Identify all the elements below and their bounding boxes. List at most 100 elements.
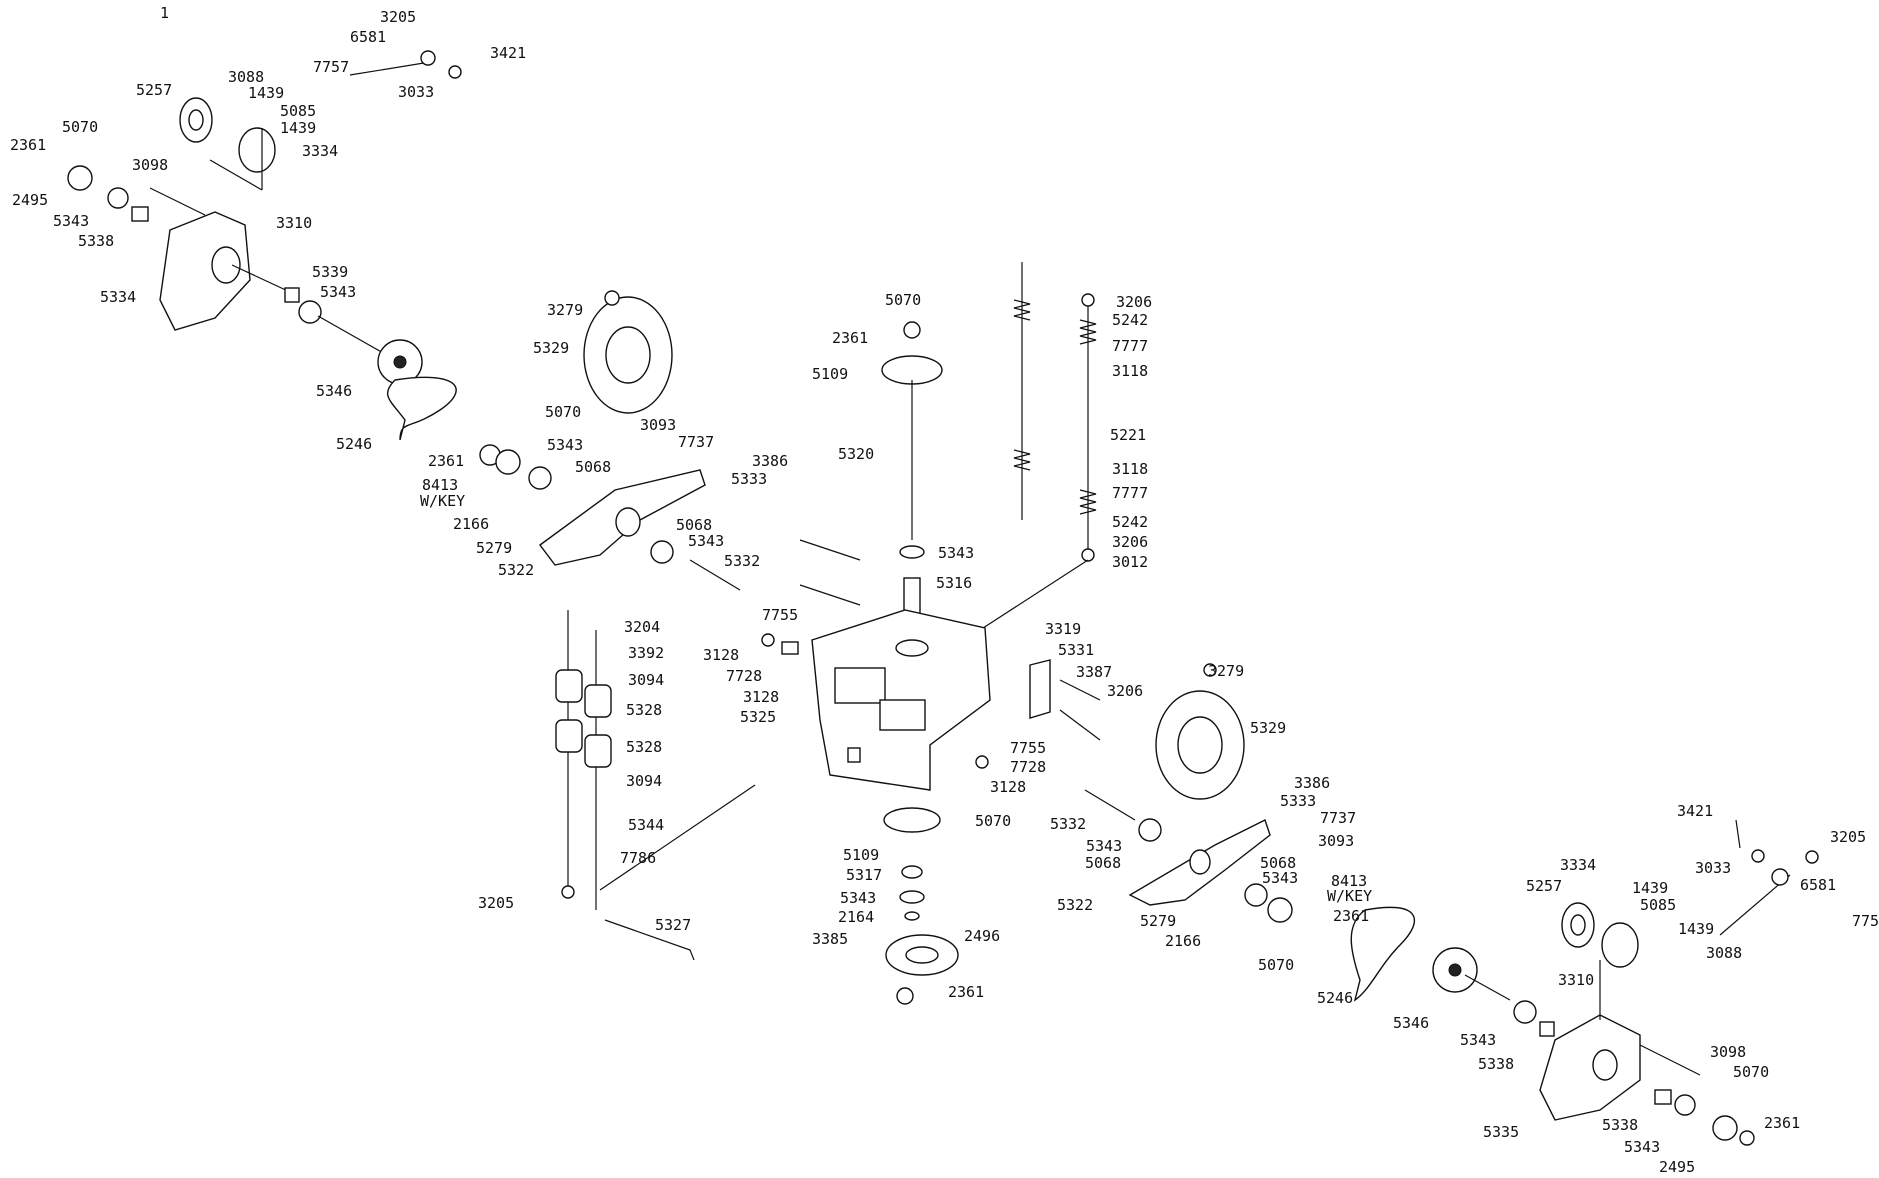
pin-5332-left bbox=[689, 559, 741, 591]
figure-marker: 1 bbox=[160, 4, 169, 22]
callout-5333: 5333 bbox=[731, 470, 767, 488]
bolt-3098-right bbox=[1639, 1044, 1701, 1076]
callout-3093: 3093 bbox=[1318, 832, 1354, 850]
bolt-upper-left bbox=[799, 539, 861, 561]
callout-5335: 5335 bbox=[1483, 1123, 1519, 1141]
callout-5338: 5338 bbox=[78, 232, 114, 250]
callout-3088: 3088 bbox=[228, 68, 264, 86]
housing-window-right bbox=[879, 699, 926, 731]
callout-5242: 5242 bbox=[1112, 513, 1148, 531]
bolt-3098-left bbox=[149, 187, 206, 216]
arm-5322-right-hole bbox=[1189, 849, 1211, 875]
spring-left-top bbox=[1013, 299, 1031, 321]
axle-left bbox=[231, 264, 291, 293]
callout-3098: 3098 bbox=[1710, 1043, 1746, 1061]
callout-3421: 3421 bbox=[1677, 802, 1713, 820]
washer-3033-top bbox=[448, 65, 462, 79]
bearing-5343-left bbox=[107, 187, 129, 209]
callout-5279: 5279 bbox=[476, 539, 512, 557]
callout-7777: 7777 bbox=[1112, 484, 1148, 502]
callout-5316: 5316 bbox=[936, 574, 972, 592]
callout-3094: 3094 bbox=[628, 671, 664, 689]
housing-window-left bbox=[834, 667, 886, 704]
spacer-5338-left bbox=[131, 206, 149, 222]
bolt-lower-left bbox=[799, 584, 861, 606]
callout-w-key: W/KEY bbox=[1327, 887, 1372, 905]
callout-7777: 7777 bbox=[1112, 337, 1148, 355]
sprocket-2495-left bbox=[67, 165, 93, 191]
nut-3205-lower bbox=[561, 885, 575, 899]
callout-5334: 5334 bbox=[100, 288, 136, 306]
leader-housing-rod bbox=[599, 784, 756, 891]
chain-5246-right bbox=[1350, 906, 1416, 1002]
callout-5343: 5343 bbox=[53, 212, 89, 230]
callout-7737: 7737 bbox=[1320, 809, 1356, 827]
nut-2361-top bbox=[903, 321, 921, 339]
bearing-5343-left-b bbox=[298, 300, 322, 324]
collar-6581-right bbox=[1771, 868, 1789, 886]
callout-5070: 5070 bbox=[1258, 956, 1294, 974]
callout-5325: 5325 bbox=[740, 708, 776, 726]
spacer-5339-left bbox=[284, 287, 300, 303]
callout-3098: 3098 bbox=[132, 156, 168, 174]
bearing-5343-arm-left-b bbox=[650, 540, 674, 564]
callout-7728: 7728 bbox=[1010, 758, 1046, 776]
callout-3279: 3279 bbox=[547, 301, 583, 319]
callout-3118: 3118 bbox=[1112, 460, 1148, 478]
callout-3128: 3128 bbox=[703, 646, 739, 664]
bearing-5343-right-b bbox=[1674, 1094, 1696, 1116]
callout-3204: 3204 bbox=[624, 618, 660, 636]
callout-5328: 5328 bbox=[626, 738, 662, 756]
callout-5068: 5068 bbox=[575, 458, 611, 476]
callout-5068: 5068 bbox=[676, 516, 712, 534]
callout-5109: 5109 bbox=[843, 846, 879, 864]
bolt-3279-right bbox=[1203, 663, 1217, 677]
callout-5070: 5070 bbox=[1733, 1063, 1769, 1081]
callout-5068: 5068 bbox=[1260, 854, 1296, 872]
callout-5339: 5339 bbox=[312, 263, 348, 281]
bushing-stacks bbox=[555, 610, 695, 961]
bearing-5343-lower bbox=[899, 890, 925, 904]
spring-7777-top bbox=[1079, 319, 1097, 345]
nut-3206-top bbox=[1081, 293, 1095, 307]
gear-8413-right bbox=[1267, 897, 1293, 923]
sprocket-5346-left-hub bbox=[393, 355, 407, 369]
callout-5329: 5329 bbox=[533, 339, 569, 357]
callout-3334: 3334 bbox=[302, 142, 338, 160]
callout-3310: 3310 bbox=[276, 214, 312, 232]
callout-5329: 5329 bbox=[1250, 719, 1286, 737]
bushing-5328-a bbox=[555, 669, 583, 703]
bearing-5343-arm-left bbox=[528, 466, 552, 490]
rod-5327 bbox=[604, 919, 695, 961]
callout-7755: 7755 bbox=[1010, 739, 1046, 757]
sprocket-2495-right bbox=[1712, 1115, 1738, 1141]
spacer-5338-right bbox=[1539, 1021, 1555, 1037]
housing-top-bore bbox=[895, 639, 929, 657]
callout-6581: 6581 bbox=[350, 28, 386, 46]
nut-3205-top bbox=[420, 50, 436, 66]
callout-5070: 5070 bbox=[975, 812, 1011, 830]
bushing-5328-d bbox=[584, 734, 612, 768]
bushing-5328-c bbox=[555, 719, 583, 753]
callout-5320: 5320 bbox=[838, 445, 874, 463]
callout-3205: 3205 bbox=[1830, 828, 1866, 846]
callout-2361: 2361 bbox=[428, 452, 464, 470]
callout-2361: 2361 bbox=[948, 983, 984, 1001]
callout-5317: 5317 bbox=[846, 866, 882, 884]
callout-3033: 3033 bbox=[1695, 859, 1731, 877]
nut-3205-right bbox=[1805, 850, 1819, 864]
callout-3094: 3094 bbox=[626, 772, 662, 790]
bearing-5257-left-bore bbox=[188, 109, 204, 131]
pulley-5329-left-inner bbox=[605, 326, 651, 384]
callout-5332: 5332 bbox=[1050, 815, 1086, 833]
callout-3205: 3205 bbox=[478, 894, 514, 912]
callout-2361: 2361 bbox=[1333, 907, 1369, 925]
pin-3421-right bbox=[1735, 819, 1741, 849]
callout-5070: 5070 bbox=[545, 403, 581, 421]
bearing-5343-center bbox=[899, 545, 925, 559]
callout-5331: 5331 bbox=[1058, 641, 1094, 659]
callout-2166: 2166 bbox=[1165, 932, 1201, 950]
callout-3385: 3385 bbox=[812, 930, 848, 948]
callout-5221: 5221 bbox=[1110, 426, 1146, 444]
